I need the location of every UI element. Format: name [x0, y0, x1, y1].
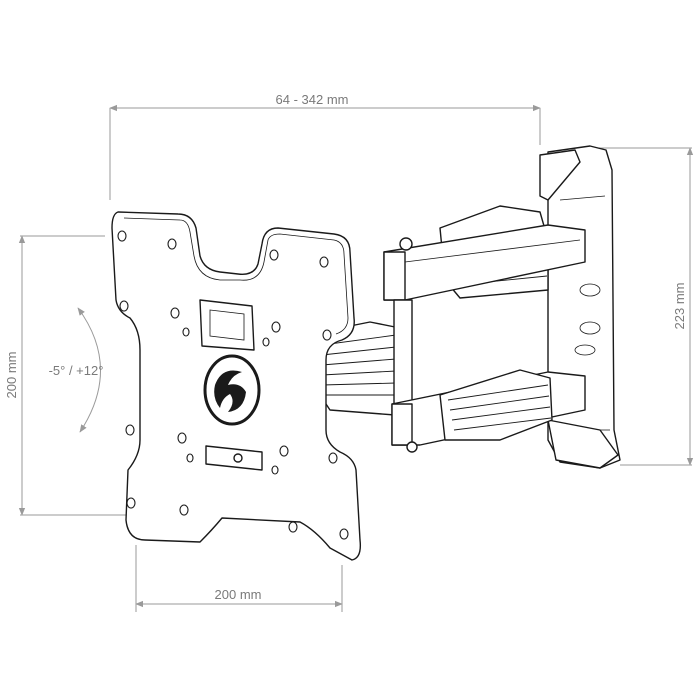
width-range-label: 64 - 342 mm [276, 92, 349, 107]
vesa-height-label: 200 mm [4, 352, 19, 399]
vesa-width-label: 200 mm [215, 587, 262, 602]
wall-plate-height-dimension [595, 147, 694, 466]
width-dimension [109, 104, 541, 200]
wall-plate-height-label: 223 mm [672, 283, 687, 330]
vesa-height-dimension [18, 235, 128, 516]
center-slot [199, 299, 255, 351]
middle-arm [317, 299, 413, 421]
vesa-width-dimension [135, 545, 343, 612]
brand-logo-icon [203, 354, 261, 426]
lower-arm [391, 369, 586, 453]
vesa-plate [111, 211, 362, 561]
tilt-arc [77, 307, 101, 433]
mounting-holes [117, 230, 349, 540]
tilt-range-label: -5° / +12° [49, 363, 104, 378]
